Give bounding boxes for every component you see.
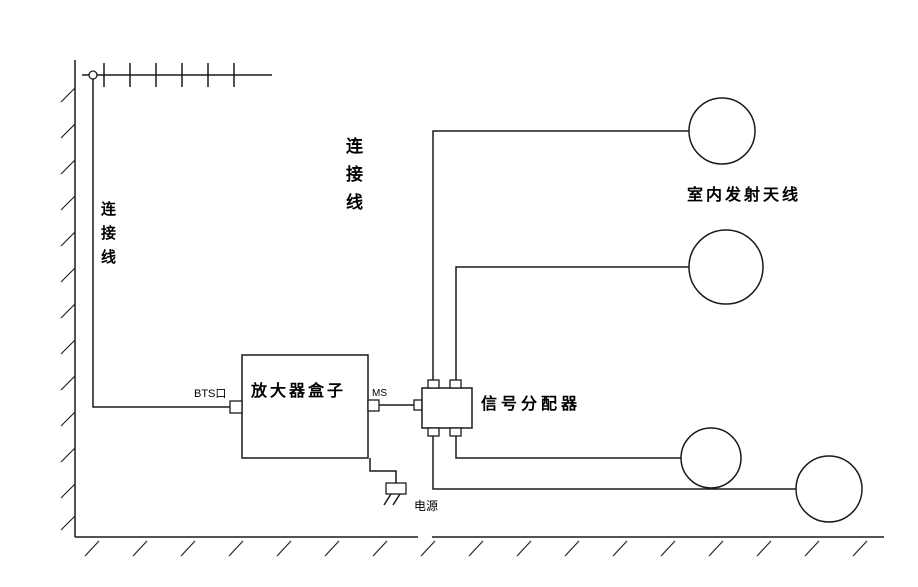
power-wire (369, 458, 397, 483)
indoor-antenna-4 (795, 455, 863, 523)
indoor-antenna-1 (688, 97, 756, 165)
indoor-antenna-3 (680, 427, 742, 489)
power-label: 电源 (414, 499, 439, 513)
outdoor-cable-line (92, 79, 230, 408)
signal-splitter (413, 379, 473, 437)
bts-port-label: BTS口 (194, 388, 227, 400)
splitter-out-port-1 (427, 379, 440, 389)
indoor-cable-label: 连接线 (346, 137, 363, 212)
splitter-input-port (413, 399, 423, 411)
indoor-cable-lines (432, 130, 796, 490)
wall-hatching (60, 87, 76, 531)
indoor-antenna-2 (688, 229, 764, 305)
amplifier-box (229, 354, 380, 459)
outdoor-antenna (82, 63, 272, 87)
bts-port (229, 400, 243, 414)
ms-port (367, 399, 380, 412)
splitter-out-port-3 (427, 427, 440, 437)
amplifier-label: 放大器盒子 (251, 383, 347, 400)
splitter-label: 信号分配器 (481, 396, 582, 413)
antenna-feed-point (88, 70, 98, 80)
indoor-antennas-label: 室内发射天线 (687, 187, 802, 204)
splitter-out-port-2 (449, 379, 462, 389)
power-plug (383, 482, 407, 506)
ground-hatching (84, 540, 868, 557)
outdoor-cable-label: 连接线 (100, 201, 116, 266)
splitter-out-port-4 (449, 427, 462, 437)
ms-port-label: MS (372, 388, 387, 399)
